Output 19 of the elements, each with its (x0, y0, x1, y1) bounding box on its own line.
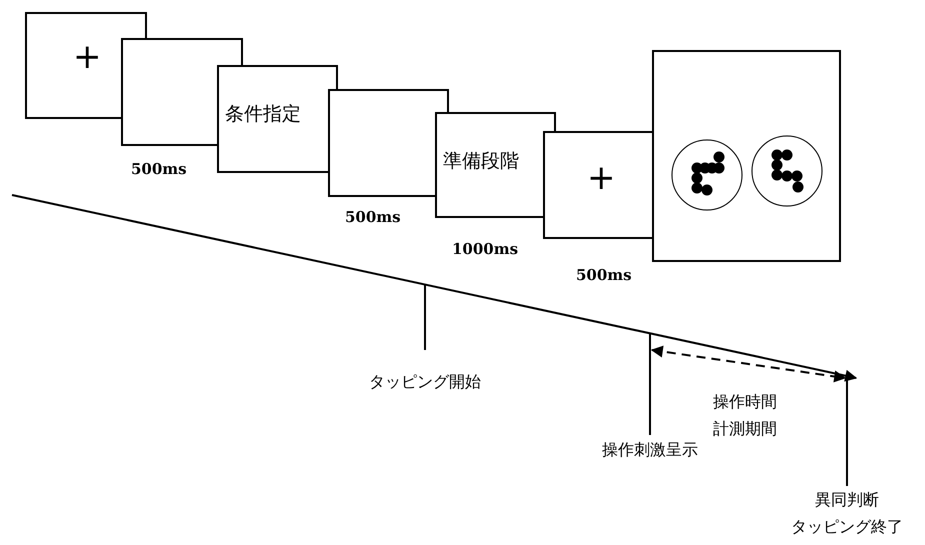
duration-text: 1000ms (452, 240, 518, 258)
event-label: 操作刺激呈示 (601, 440, 699, 461)
duration-text: 500ms (345, 208, 401, 226)
screen-frame (543, 131, 653, 239)
frame-text: 条件指定 (225, 102, 301, 127)
duration-text: 500ms (131, 160, 187, 178)
screen-frame (217, 65, 338, 173)
fixation-cross: + (587, 161, 616, 195)
event-label: 異同判断 (814, 490, 880, 511)
dashed-double-arrow (650, 346, 846, 382)
event-label: タッピング終了 (790, 517, 904, 538)
event-label: タッピング開始 (368, 372, 482, 393)
screen-frame (25, 12, 147, 119)
screen-frame (435, 112, 556, 218)
frame-text: 準備段階 (443, 149, 519, 174)
duration-text: 500ms (576, 266, 632, 284)
stimulus-screen-frame (652, 50, 841, 262)
fixation-cross: + (73, 40, 102, 74)
blank-screen-frame (121, 38, 243, 146)
